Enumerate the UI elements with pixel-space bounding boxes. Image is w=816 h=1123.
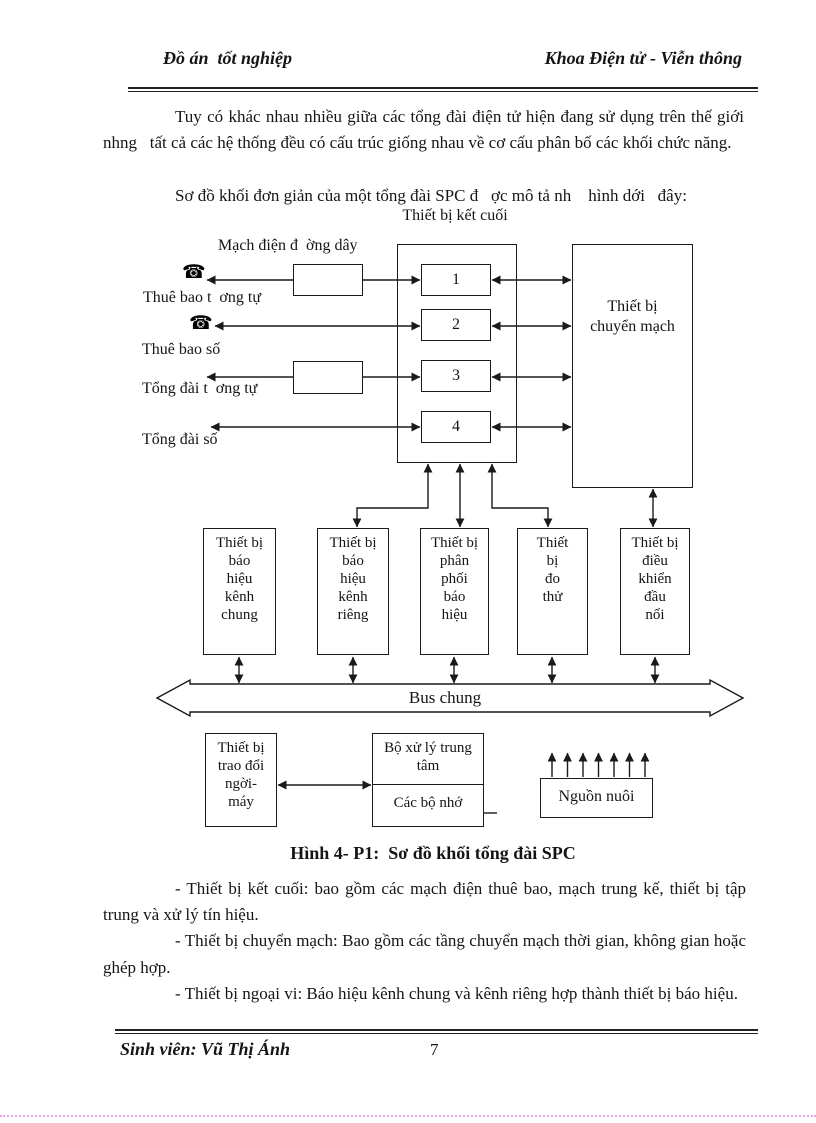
telephone-icon: ☎ bbox=[189, 312, 213, 334]
test-equipment-label: Thiết bị đo thử bbox=[536, 535, 569, 605]
footer-rule bbox=[115, 1029, 758, 1034]
man-machine-interface-label: Thiết bị trao đổi ngời- máy bbox=[217, 740, 265, 810]
bullet-terminal-equipment: - Thiết bị kết cuối: bao gồm các mạch đi… bbox=[103, 879, 746, 925]
channel-associated-signaling-label: Thiết bị báo hiệu kênh riêng bbox=[329, 535, 377, 623]
test-equipment-box: Thiết bị đo thử bbox=[517, 528, 588, 655]
line-circuit-box-trunk bbox=[293, 361, 363, 394]
line-circuit-label: Mạch điện đ ờng dây bbox=[218, 237, 358, 254]
telephone-icon: ☎ bbox=[182, 261, 206, 283]
connection-control-label: Thiết bị điều khiển đầu nối bbox=[631, 535, 679, 623]
footer-page-number: 7 bbox=[430, 1040, 439, 1059]
terminal-title-label: Thiết bị kết cuối bbox=[402, 207, 508, 224]
intro-paragraph: Tuy có khác nhau nhiều giữa các tổng đài… bbox=[103, 107, 744, 153]
terminal-unit-4: 4 bbox=[421, 411, 491, 443]
central-processor-label: Bộ xử lý trung tâm bbox=[373, 734, 483, 785]
common-channel-signaling-box: Thiết bị báo hiệu kênh chung bbox=[203, 528, 276, 655]
digital-subscriber-label: Thuê bao số bbox=[142, 341, 221, 358]
footer-student-name: Sinh viên: Vũ Thị Ánh bbox=[120, 1039, 291, 1059]
figure-caption: Hình 4- P1: Sơ đồ khối tổng đài SPC bbox=[290, 843, 576, 863]
man-machine-interface-box: Thiết bị trao đổi ngời- máy bbox=[205, 733, 277, 827]
central-processor-box: Bộ xử lý trung tâm Các bộ nhớ bbox=[372, 733, 484, 827]
header-title: Đồ án tốt nghiệp bbox=[163, 48, 293, 68]
line-circuit-box-subscriber bbox=[293, 264, 363, 296]
bottom-dotted-line bbox=[0, 1115, 816, 1117]
analog-subscriber-label: Thuê bao t ơng tự bbox=[143, 289, 261, 306]
terminal-unit-2: 2 bbox=[421, 309, 491, 341]
bus-label: Bus chung bbox=[408, 688, 482, 707]
connection-control-box: Thiết bị điều khiển đầu nối bbox=[620, 528, 690, 655]
power-supply-box: Nguồn nuôi bbox=[540, 778, 653, 818]
bullet-switching-equipment: - Thiết bị chuyển mạch: Bao gồm các tầng… bbox=[103, 931, 746, 977]
lead-in-paragraph: Sơ đồ khối đơn giản của một tổng đài SPC… bbox=[175, 186, 687, 205]
power-supply-label: Nguồn nuôi bbox=[558, 788, 635, 805]
analog-exchange-label: Tổng đài t ơng tự bbox=[142, 380, 258, 397]
terminal-unit-1: 1 bbox=[421, 264, 491, 296]
channel-associated-signaling-box: Thiết bị báo hiệu kênh riêng bbox=[317, 528, 389, 655]
digital-exchange-label: Tổng đài số bbox=[142, 431, 218, 448]
memory-label: Các bộ nhớ bbox=[393, 795, 463, 811]
switching-equipment-box: Thiết bị chuyển mạch bbox=[572, 244, 693, 488]
signal-distribution-box: Thiết bị phân phối báo hiệu bbox=[420, 528, 489, 655]
header-rule bbox=[128, 87, 758, 92]
terminal-unit-3: 3 bbox=[421, 360, 491, 392]
bullet-peripheral-equipment: - Thiết bị ngoại vi: Báo hiệu kênh chung… bbox=[175, 983, 738, 1003]
common-channel-signaling-label: Thiết bị báo hiệu kênh chung bbox=[215, 535, 264, 623]
header-department: Khoa Điện tử - Viễn thông bbox=[544, 48, 742, 68]
description-list: - Thiết bị kết cuối: bao gồm các mạch đi… bbox=[103, 876, 746, 1007]
signal-distribution-label: Thiết bị phân phối báo hiệu bbox=[430, 535, 479, 623]
switching-equipment-label: Thiết bị chuyển mạch bbox=[590, 298, 675, 335]
